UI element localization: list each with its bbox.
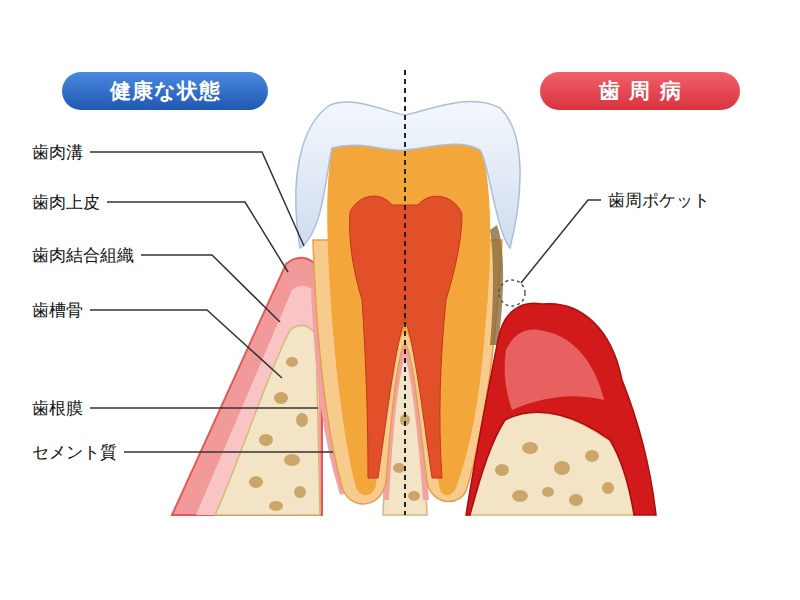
- gum-healthy: [172, 258, 322, 515]
- pocket-marker: [499, 280, 525, 306]
- part-label: セメント質: [30, 442, 119, 462]
- heading-pill-red: 歯周病: [540, 72, 740, 110]
- heading-text: 健康な状態: [110, 79, 221, 103]
- pulp: [350, 196, 462, 478]
- bone-holes: [249, 357, 308, 511]
- leader-line: [141, 255, 280, 322]
- leader-line: [90, 407, 318, 409]
- alveolar-bone: [215, 325, 320, 515]
- gum-inner: [196, 286, 320, 515]
- heading-pill-blue: 健康な状態: [62, 72, 268, 110]
- part-label: 歯肉上皮: [30, 192, 102, 212]
- part-label: 歯槽骨: [30, 300, 85, 320]
- part-label: 歯周ポケット: [606, 190, 712, 210]
- bone-holes: [495, 442, 614, 506]
- part-label: 歯肉結合組織: [30, 245, 136, 265]
- leader-line: [124, 451, 333, 453]
- gum-inflamed: [466, 303, 656, 515]
- gum-inflamed-inner: [505, 329, 604, 410]
- leader-line: [521, 200, 601, 283]
- leader-lines: [90, 152, 601, 452]
- leader-line: [90, 152, 304, 246]
- dentin: [327, 144, 490, 495]
- part-label: 歯根膜: [30, 398, 85, 418]
- divider-line: [404, 70, 406, 515]
- bone-holes: [393, 414, 420, 501]
- part-label: 歯肉溝: [30, 142, 85, 162]
- leader-line: [90, 310, 282, 378]
- heading-text: 歯周病: [599, 79, 690, 103]
